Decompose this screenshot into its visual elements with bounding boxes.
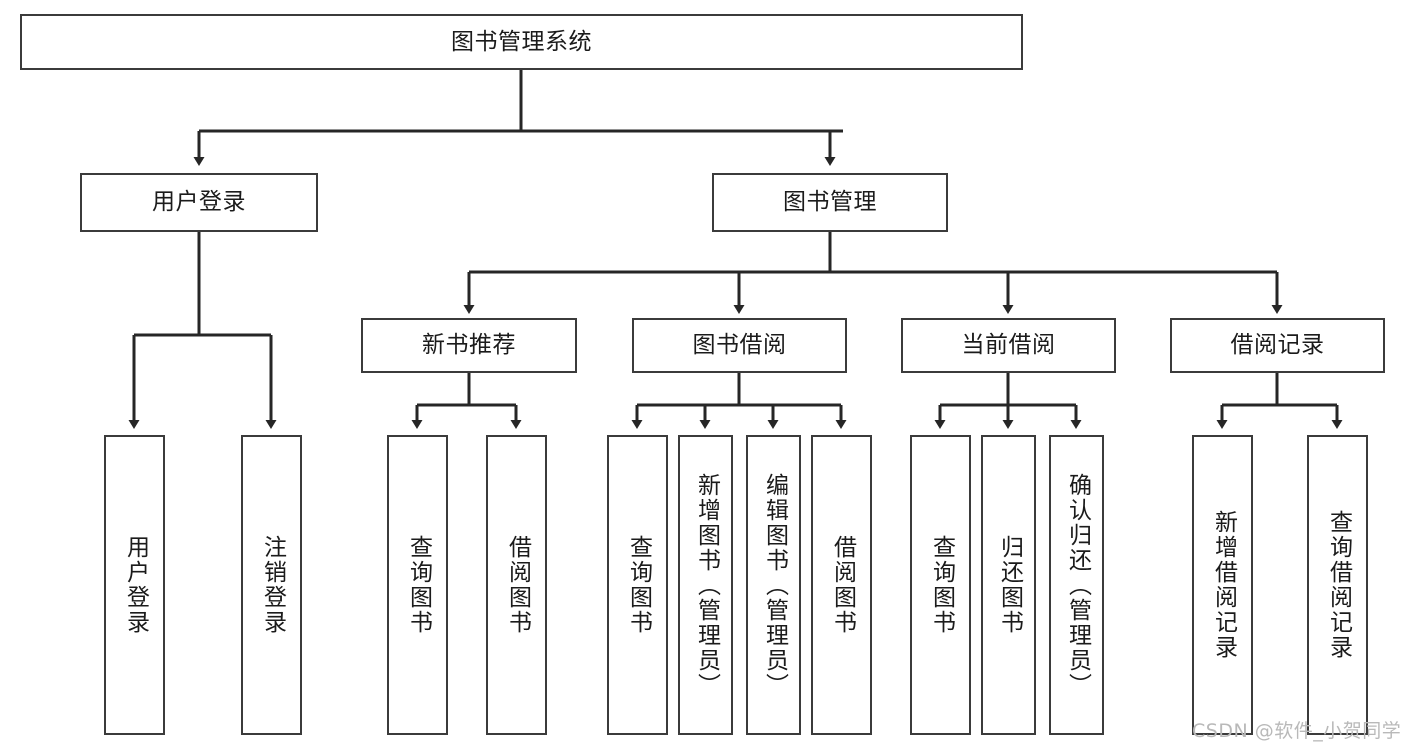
leaf-borrow-book-2-label: 借阅图书 <box>829 535 856 635</box>
leaf-query-book-2[interactable]: 查询图书 <box>607 435 668 735</box>
node-current-borrow[interactable]: 当前借阅 <box>901 318 1116 373</box>
leaf-query-book-1-label: 查询图书 <box>405 535 432 635</box>
node-book-borrow[interactable]: 图书借阅 <box>632 318 847 373</box>
leaf-confirm-return-label: 确认归还（管理员） <box>1064 472 1091 698</box>
node-current-borrow-label: 当前借阅 <box>961 332 1056 359</box>
leaf-edit-book[interactable]: 编辑图书（管理员） <box>746 435 801 735</box>
leaf-logout-label: 注销登录 <box>259 535 286 635</box>
leaf-return-book[interactable]: 归还图书 <box>981 435 1036 735</box>
leaf-edit-book-label: 编辑图书（管理员） <box>761 472 788 698</box>
leaf-add-record[interactable]: 新增借阅记录 <box>1192 435 1253 735</box>
leaf-borrow-book-1[interactable]: 借阅图书 <box>486 435 547 735</box>
leaf-add-book[interactable]: 新增图书（管理员） <box>678 435 733 735</box>
node-user-login-label: 用户登录 <box>152 189 246 216</box>
leaf-user-login-label: 用户登录 <box>122 535 149 635</box>
node-user-login[interactable]: 用户登录 <box>80 173 318 232</box>
node-root[interactable]: 图书管理系统 <box>20 14 1023 70</box>
node-borrow-record-label: 借阅记录 <box>1230 332 1325 359</box>
leaf-query-record[interactable]: 查询借阅记录 <box>1307 435 1368 735</box>
node-root-label: 图书管理系统 <box>451 28 592 55</box>
node-book-manage-label: 图书管理 <box>783 189 877 216</box>
node-borrow-record[interactable]: 借阅记录 <box>1170 318 1385 373</box>
leaf-query-book-2-label: 查询图书 <box>625 535 652 635</box>
node-new-book-rec[interactable]: 新书推荐 <box>361 318 577 373</box>
leaf-add-record-label: 新增借阅记录 <box>1210 510 1237 660</box>
leaf-return-book-label: 归还图书 <box>996 535 1023 635</box>
leaf-logout[interactable]: 注销登录 <box>241 435 302 735</box>
watermark: CSDN @软件_小贺同学 <box>1192 720 1402 742</box>
leaf-borrow-book-2[interactable]: 借阅图书 <box>811 435 872 735</box>
leaf-query-book-1[interactable]: 查询图书 <box>387 435 448 735</box>
leaf-query-book-3-label: 查询图书 <box>928 535 955 635</box>
leaf-borrow-book-1-label: 借阅图书 <box>504 535 531 635</box>
leaf-confirm-return[interactable]: 确认归还（管理员） <box>1049 435 1104 735</box>
leaf-user-login[interactable]: 用户登录 <box>104 435 165 735</box>
leaf-query-book-3[interactable]: 查询图书 <box>910 435 971 735</box>
node-book-manage[interactable]: 图书管理 <box>712 173 948 232</box>
leaf-add-book-label: 新增图书（管理员） <box>693 472 720 698</box>
node-new-book-rec-label: 新书推荐 <box>422 332 516 359</box>
node-book-borrow-label: 图书借阅 <box>692 332 787 359</box>
leaf-query-record-label: 查询借阅记录 <box>1325 510 1352 660</box>
